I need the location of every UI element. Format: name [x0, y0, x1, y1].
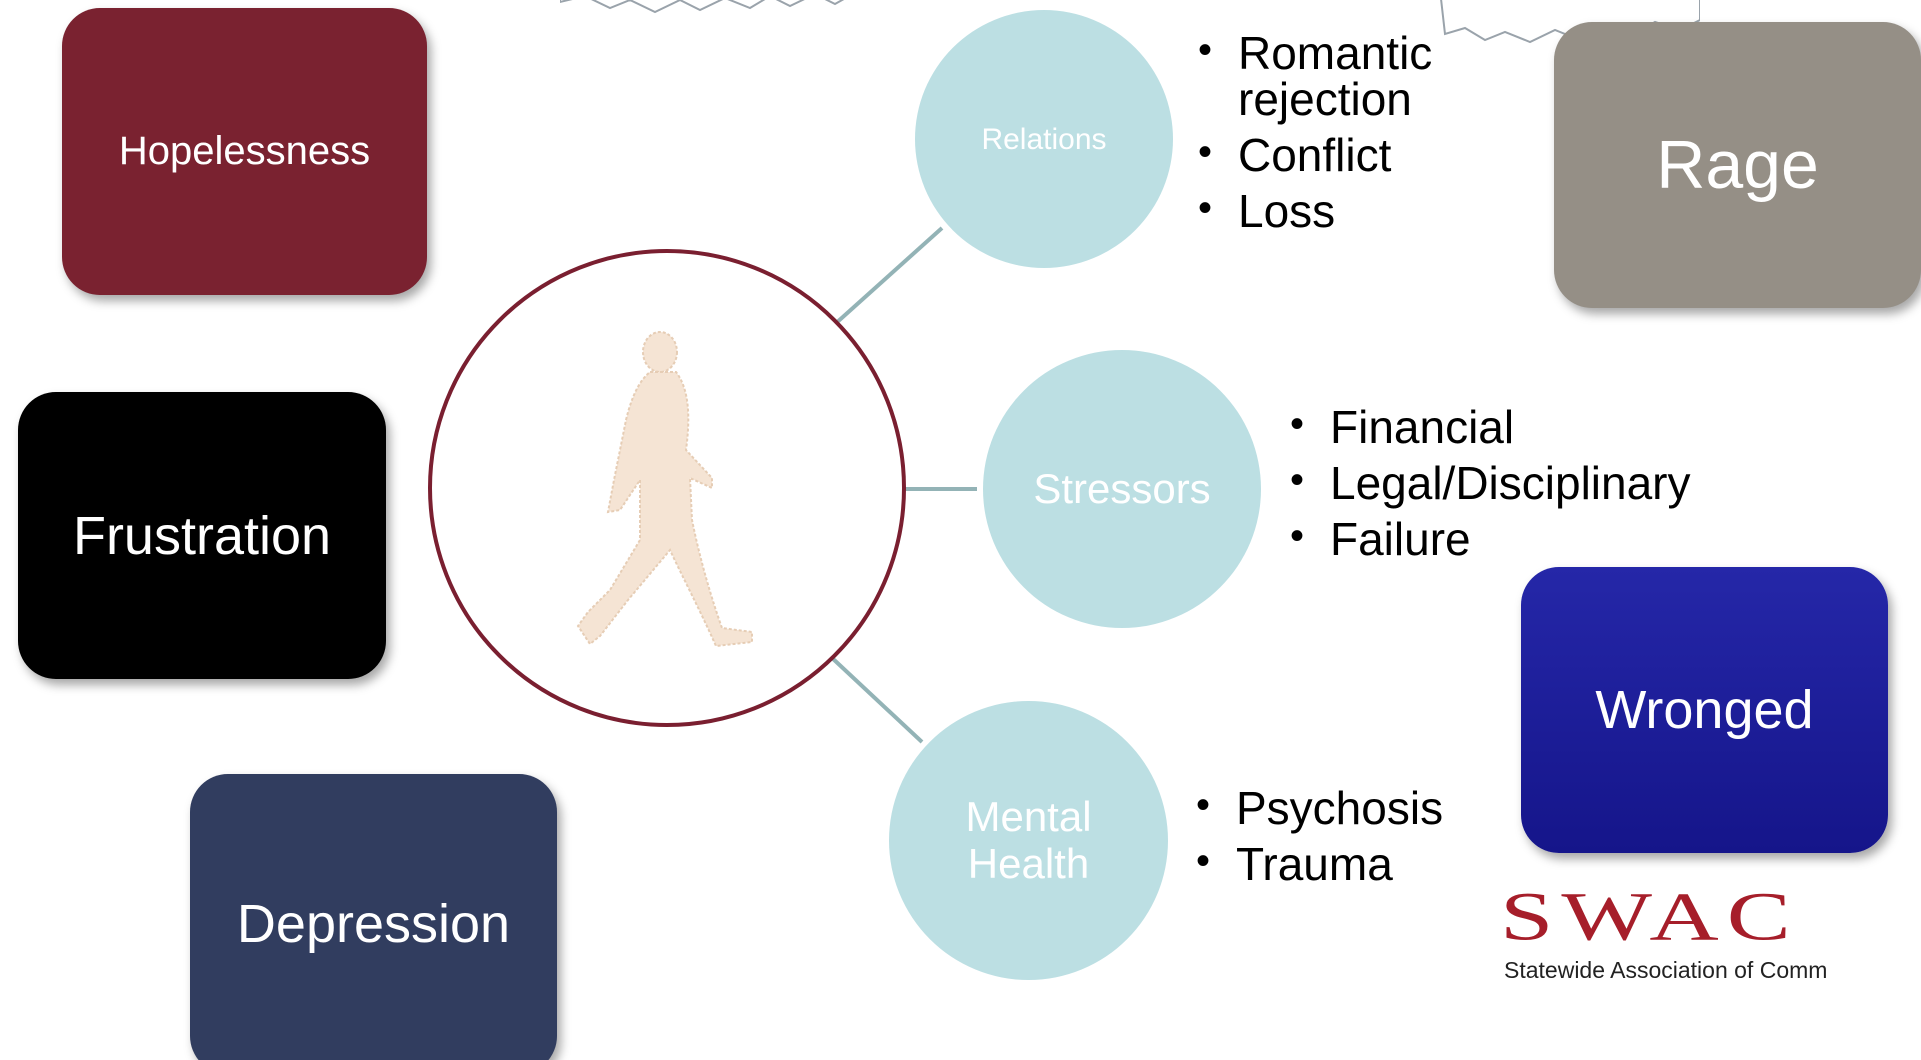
topic-label-stressors: Stressors [1033, 464, 1211, 512]
emotion-label-wronged: Wronged [1595, 680, 1814, 740]
list-item: Legal/Disciplinary [1290, 460, 1710, 506]
bullet-list-mental-health: Psychosis Trauma [1196, 785, 1496, 897]
list-item: Romantic rejection [1198, 30, 1458, 122]
emotion-box-hopelessness: Hopelessness [62, 8, 427, 295]
topic-circle-stressors: Stressors [983, 350, 1261, 628]
topic-label-mental: Mental [965, 793, 1092, 841]
list-item: Conflict [1198, 132, 1458, 178]
list-item: Trauma [1196, 841, 1496, 887]
list-item: Loss [1198, 188, 1458, 234]
emotion-label-frustration: Frustration [72, 505, 332, 566]
topic-label-mental-health: Mental Health [965, 794, 1091, 886]
emotion-box-rage: Rage [1554, 22, 1921, 308]
topic-circle-mental-health: Mental Health [889, 701, 1168, 980]
topic-label-health: Health [967, 839, 1090, 887]
topic-label-relations: Relations [981, 122, 1107, 156]
bullet-list-relations: Romantic rejection Conflict Loss [1198, 30, 1458, 244]
emotion-label-hopelessness: Hopelessness [118, 129, 371, 173]
emotion-label-rage: Rage [1656, 127, 1819, 203]
list-item: Financial [1290, 404, 1710, 450]
topic-circle-relations: Relations [915, 10, 1173, 268]
bullet-list-stressors: Financial Legal/Disciplinary Failure [1290, 404, 1710, 572]
walking-person-icon [576, 331, 753, 648]
torn-paper-decoration-left [560, 0, 845, 14]
emotion-box-depression: Depression [190, 774, 557, 1060]
emotion-label-depression: Depression [236, 894, 511, 954]
list-item: Failure [1290, 516, 1710, 562]
logo-mark: SWAC [1500, 882, 1799, 955]
logo-subtitle: Statewide Association of Comm [1504, 957, 1828, 982]
emotion-box-wronged: Wronged [1521, 567, 1888, 853]
emotion-box-frustration: Frustration [18, 392, 386, 679]
swac-logo: SWAC Statewide Association of Comm [1500, 882, 1921, 982]
list-item: Psychosis [1196, 785, 1496, 831]
